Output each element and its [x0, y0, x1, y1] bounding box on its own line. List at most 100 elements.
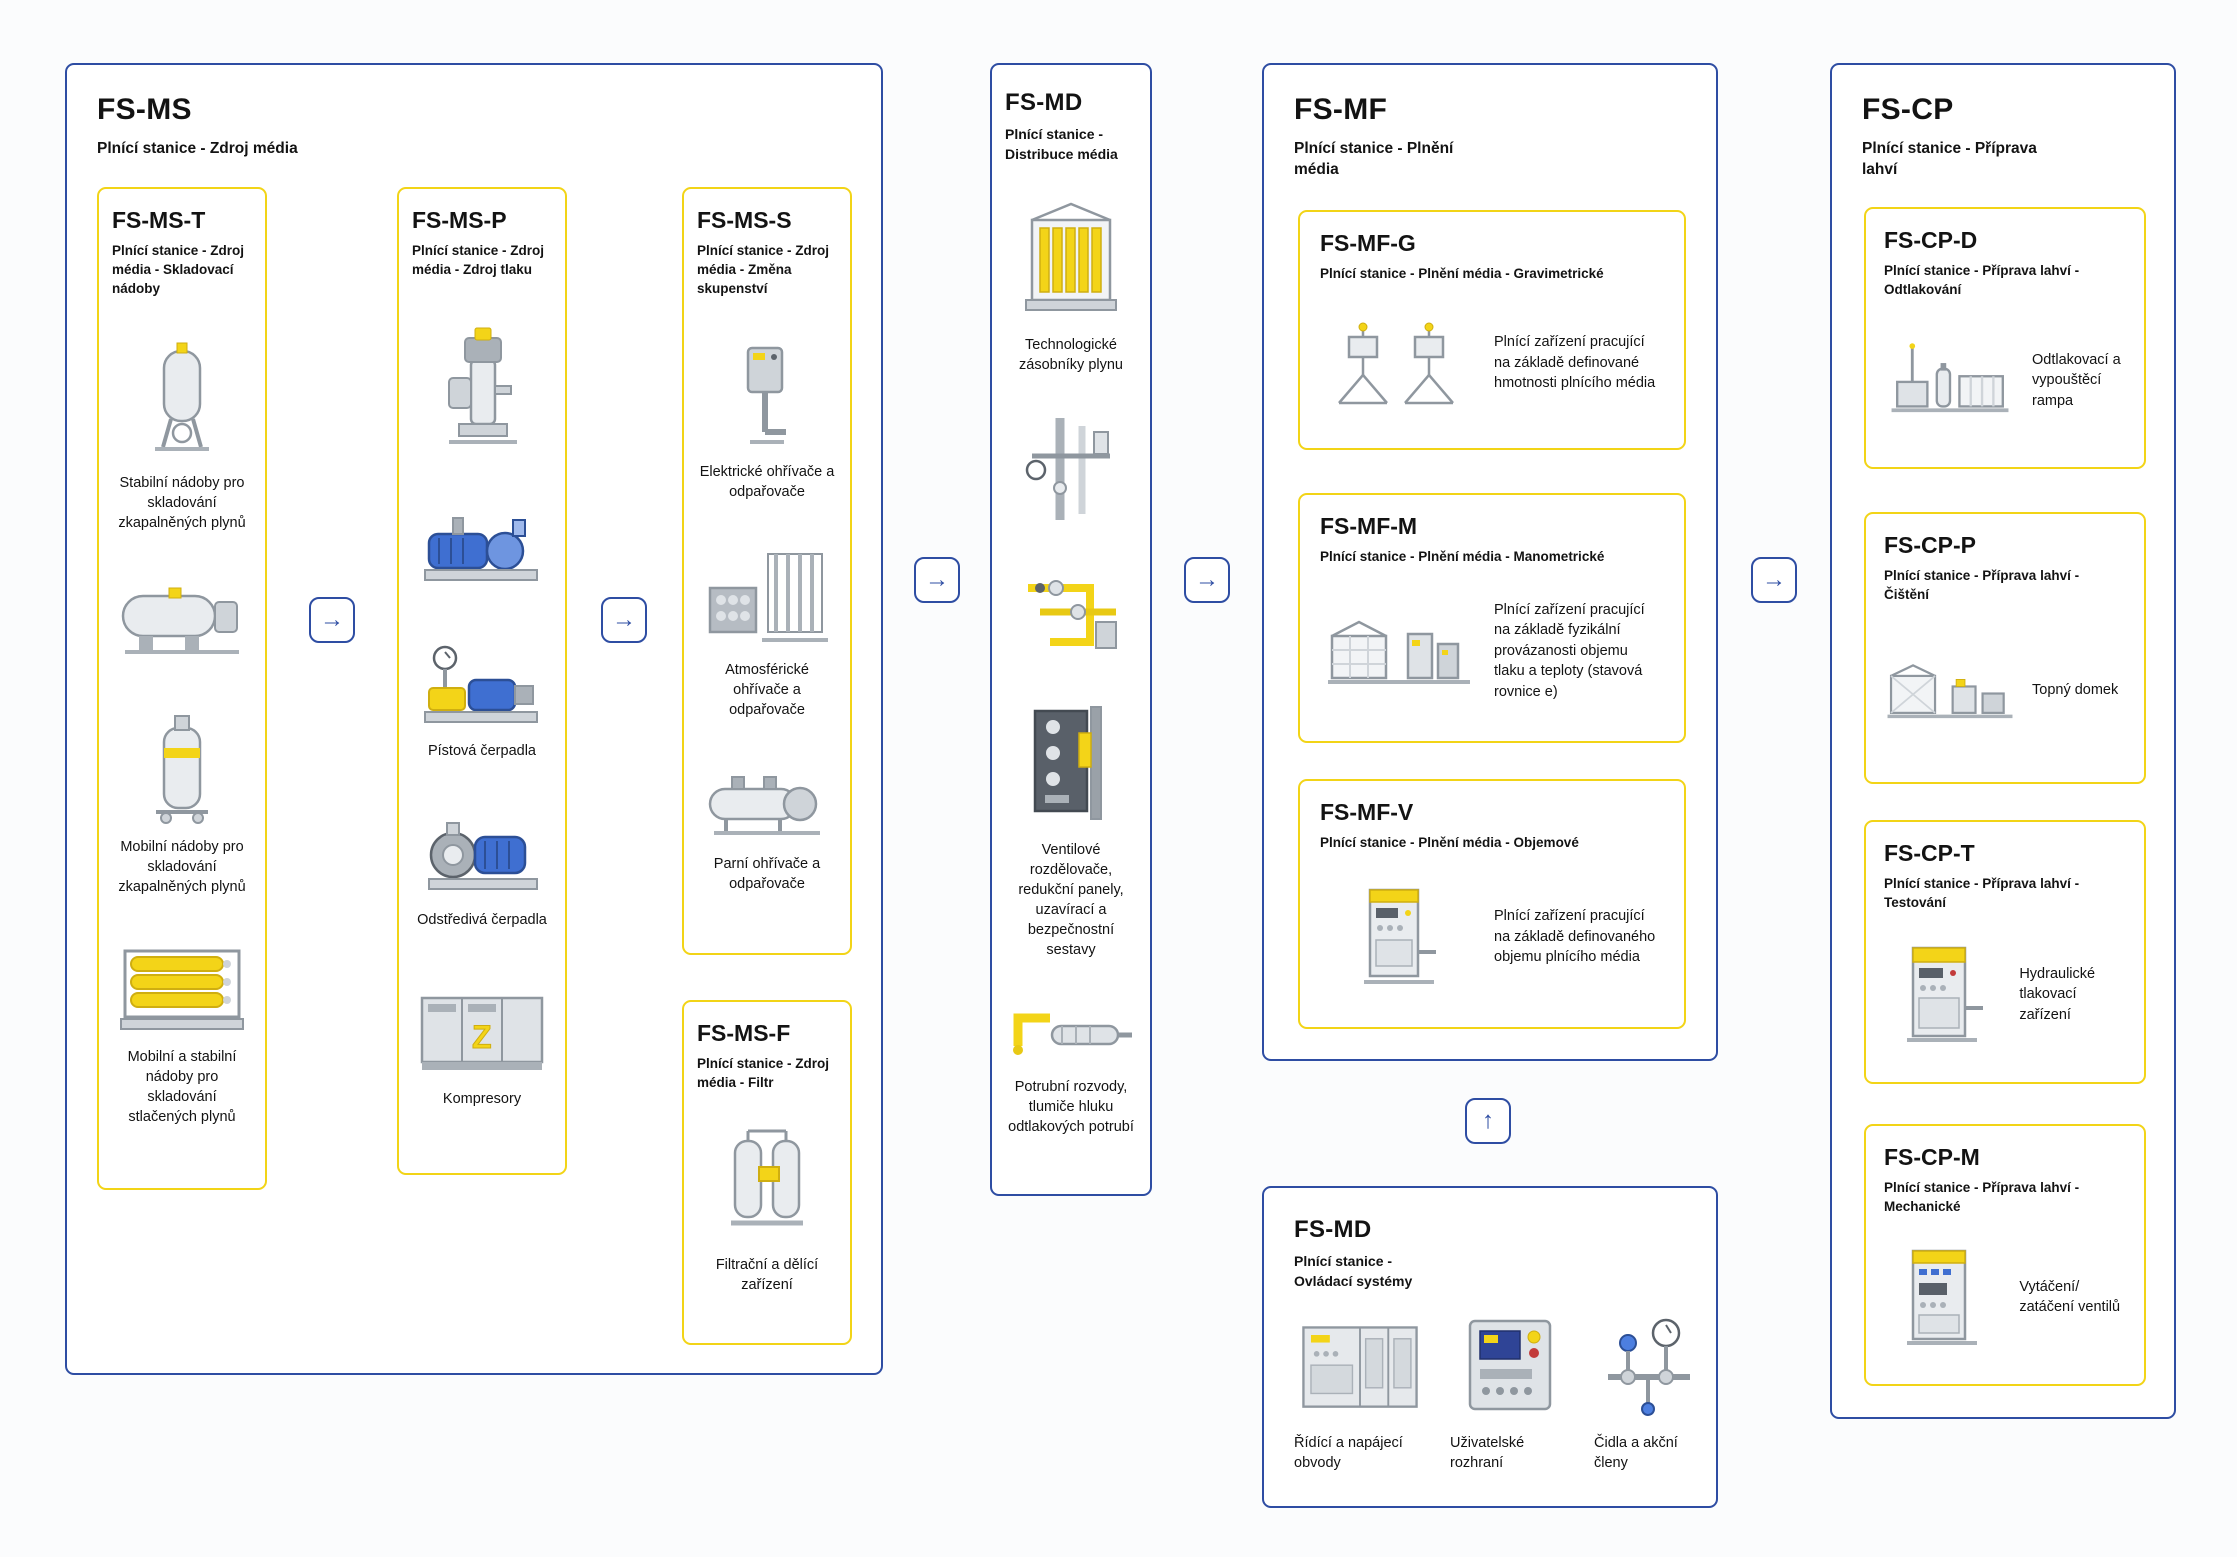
equipment-item: Potrubní rozvody, tlumiče hluku odtlakov…: [1005, 994, 1137, 1143]
fs-ms-f-subtitle: Plnící stanice - Zdroj média - Filtr: [697, 1056, 830, 1090]
heating-house-icon: [1884, 650, 2016, 730]
equipment-caption: Pístová čerpadla: [427, 743, 536, 760]
group-fs-md-distribution: FS-MD Plnící stanice - Distribuce média …: [990, 63, 1152, 1196]
arrow-p-to-s[interactable]: →: [601, 597, 647, 643]
node-fs-ms-s: FS-MS-S Plnící stanice - Zdroj média - Z…: [682, 187, 852, 955]
fs-ms-s-title: FS-MS-S: [697, 207, 792, 233]
depressurizing-ramp-icon: [1884, 338, 2016, 423]
volumetric-filling-icon: [1320, 882, 1478, 992]
fs-mf-title: FS-MF: [1294, 93, 1388, 126]
node-fs-ms-t: FS-MS-T Plnící stanice - Zdroj média - S…: [97, 187, 267, 1190]
centrifugal-pump-icon: [417, 813, 547, 898]
equipment-item: Odstředivá čerpadla: [417, 807, 547, 936]
fs-cp-p-title: FS-CP-P: [1884, 532, 1976, 558]
manometric-filling-icon: [1320, 608, 1478, 693]
fs-md-dist-subtitle: Plnící stanice - Distribuce média: [1005, 126, 1118, 162]
fs-ms-p-items: Pístová čerpadla Odstředivá čerpadla Z K…: [412, 280, 552, 1155]
equipment-item: Filtrační a dělící zařízení: [697, 1117, 837, 1301]
fs-mf-m-description: Plnící zařízení pracující na základě fyz…: [1494, 601, 1645, 700]
fs-cp-d-description: Odtlakovací a vypouštěcí rampa: [2032, 351, 2121, 409]
fs-cp-t-content: Hydraulické tlakovací zařízení: [1884, 925, 2126, 1064]
fs-ms-subtitle: Plnící stanice - Zdroj média: [97, 140, 298, 157]
fs-mf-g-subtitle: Plnící stanice - Plnění média - Gravimet…: [1320, 266, 1604, 281]
fs-mf-m-title: FS-MF-M: [1320, 513, 1418, 539]
fs-mf-v-description: Plnící zařízení pracující na základě def…: [1494, 908, 1656, 966]
equipment-item: Ventilové rozdělovače, redukční panely, …: [1005, 697, 1137, 966]
ambient-vaporizer-icon: [702, 548, 832, 648]
equipment-item: Mobilní a stabilní nádoby pro skladování…: [112, 939, 252, 1133]
equipment-caption: Uživatelské rozhraní: [1450, 1435, 1525, 1472]
fs-md-dist-title: FS-MD: [1005, 89, 1083, 116]
group-fs-ms: FS-MS Plnící stanice - Zdroj média FS-MS…: [65, 63, 883, 1375]
equipment-caption: Technologické zásobníky plynu: [1019, 336, 1123, 373]
valve-manifold-icon: [1016, 564, 1126, 664]
valve-machine-icon: [1884, 1245, 2003, 1350]
panel-rack-icon: [1021, 703, 1121, 828]
node-fs-mf-m: FS-MF-M Plnící stanice - Plnění média - …: [1298, 493, 1686, 743]
equipment-caption: Stabilní nádoby pro skladování zkapalněn…: [118, 475, 246, 532]
svg-text:Z: Z: [472, 1019, 492, 1055]
arrow-mf-to-cp[interactable]: →: [1751, 557, 1797, 603]
fs-md-ctrl-title: FS-MD: [1294, 1216, 1372, 1243]
equipment-caption: Řídící a napájecí obvody: [1294, 1435, 1403, 1472]
equipment-item: Pístová čerpadla: [417, 638, 547, 767]
fs-mf-g-content: Plnící zařízení pracující na základě def…: [1320, 296, 1664, 430]
fs-cp-p-subtitle: Plnící stanice - Příprava lahví - Čištěn…: [1884, 568, 2080, 602]
muffler-icon: [1006, 1000, 1136, 1065]
fs-mf-v-content: Plnící zařízení pracující na základě def…: [1320, 865, 1664, 1009]
sensors-actuators-icon: [1594, 1313, 1704, 1423]
fs-mf-m-content: Plnící zařízení pracující na základě fyz…: [1320, 579, 1664, 723]
mobile-tank-icon: [142, 710, 222, 825]
fs-ms-t-title: FS-MS-T: [112, 207, 206, 233]
node-fs-cp-m: FS-CP-M Plnící stanice - Příprava lahví …: [1864, 1124, 2146, 1386]
equipment-item: Čidla a akční členy: [1594, 1313, 1704, 1473]
arrow-t-to-p[interactable]: →: [309, 597, 355, 643]
equipment-caption: Čidla a akční členy: [1594, 1435, 1678, 1472]
equipment-item: Parní ohřívače a odpařovače: [697, 761, 837, 900]
group-fs-md-control: FS-MD Plnící stanice - Ovládací systémy …: [1262, 1186, 1718, 1508]
fs-ms-t-items: Stabilní nádoby pro skladování zkapalněn…: [112, 299, 252, 1170]
fs-ms-f-items: Filtrační a dělící zařízení: [697, 1093, 837, 1325]
fs-cp-p-description: Topný domek: [2032, 682, 2119, 699]
node-fs-mf-v: FS-MF-V Plnící stanice - Plnění média - …: [1298, 779, 1686, 1029]
fs-cp-p-content: Topný domek: [1884, 617, 2126, 764]
fs-cp-t-subtitle: Plnící stanice - Příprava lahví - Testov…: [1884, 876, 2080, 910]
node-fs-cp-p: FS-CP-P Plnící stanice - Příprava lahví …: [1864, 512, 2146, 784]
fs-mf-v-subtitle: Plnící stanice - Plnění média - Objemové: [1320, 835, 1579, 850]
vertical-pump-icon: [437, 326, 527, 456]
fs-ms-p-title: FS-MS-P: [412, 207, 507, 233]
arrow-controls-to-mf[interactable]: ↑: [1465, 1098, 1511, 1144]
equipment-item: Řídící a napájecí obvody: [1294, 1313, 1426, 1473]
fs-mf-m-subtitle: Plnící stanice - Plnění média - Manometr…: [1320, 549, 1605, 564]
control-cabinet-icon: [1294, 1313, 1426, 1423]
arrow-ms-to-md[interactable]: →: [914, 557, 960, 603]
electric-heater-icon: [722, 340, 812, 450]
fs-ms-title: FS-MS: [97, 93, 192, 126]
equipment-item: Atmosférické ohřívače a odpařovače: [697, 542, 837, 726]
horizontal-pump-icon: [417, 508, 547, 593]
node-fs-ms-p: FS-MS-P Plnící stanice - Zdroj média - Z…: [397, 187, 567, 1175]
equipment-item: Technologické zásobníky plynu: [1005, 192, 1137, 381]
fs-md-dist-items: Technologické zásobníky plynu Ventilové …: [1005, 164, 1137, 1170]
equipment-item: [437, 320, 527, 462]
horizontal-tank-icon: [117, 582, 247, 662]
fs-cp-m-description: Vytáčení/ zatáčení ventilů: [2019, 1278, 2121, 1316]
equipment-item: [1016, 408, 1126, 530]
piston-pump-icon: [417, 644, 547, 729]
fs-ms-s-subtitle: Plnící stanice - Zdroj média - Změna sku…: [697, 243, 830, 296]
node-fs-cp-t: FS-CP-T Plnící stanice - Příprava lahví …: [1864, 820, 2146, 1084]
steam-heater-icon: [702, 767, 832, 842]
fs-cp-d-subtitle: Plnící stanice - Příprava lahví - Odtlak…: [1884, 263, 2080, 297]
storage-tank-icon: [137, 341, 227, 461]
arrow-md-to-mf[interactable]: →: [1184, 557, 1230, 603]
equipment-item: Mobilní nádoby pro skladování zkapalněný…: [112, 704, 252, 903]
piping-icon: [1016, 414, 1126, 524]
compressor-icon: Z: [412, 982, 552, 1077]
fs-cp-m-title: FS-CP-M: [1884, 1144, 1980, 1170]
node-fs-ms-f: FS-MS-F Plnící stanice - Zdroj média - F…: [682, 1000, 852, 1345]
gravimetric-filling-icon: [1320, 313, 1478, 413]
fs-ms-t-subtitle: Plnící stanice - Zdroj média - Skladovac…: [112, 243, 245, 296]
equipment-caption: Elektrické ohřívače a odpařovače: [699, 463, 835, 500]
gas-buffer-icon: [1016, 198, 1126, 323]
equipment-item: Uživatelské rozhraní: [1450, 1313, 1570, 1473]
